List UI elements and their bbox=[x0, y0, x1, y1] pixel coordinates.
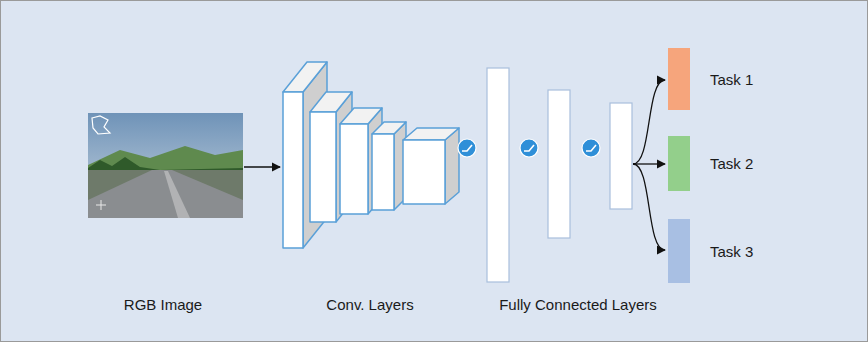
task-output: Task 3 bbox=[668, 219, 753, 283]
branch-arrow bbox=[633, 163, 665, 164]
conv-top bbox=[310, 92, 352, 112]
sky bbox=[88, 113, 243, 218]
conv-side bbox=[445, 128, 459, 204]
panel-background bbox=[1, 1, 868, 342]
conv-front bbox=[283, 92, 303, 248]
input-arrow bbox=[244, 166, 280, 167]
activation-icons bbox=[458, 139, 600, 157]
branch-arrow bbox=[633, 164, 665, 250]
output-bar bbox=[668, 48, 690, 110]
map-overlay bbox=[92, 116, 110, 134]
stage-label: RGB Image bbox=[124, 296, 202, 313]
output-bar bbox=[668, 136, 690, 191]
task-label: Task 3 bbox=[710, 243, 753, 260]
output-bar bbox=[668, 219, 690, 283]
task-label: Task 1 bbox=[710, 71, 753, 88]
fc-layer bbox=[487, 68, 509, 282]
fc-layer bbox=[548, 90, 570, 238]
fc-layers bbox=[487, 68, 632, 282]
conv-top bbox=[403, 128, 459, 140]
stage-label: Fully Connected Layers bbox=[499, 296, 657, 313]
activation-icon bbox=[458, 139, 476, 157]
conv-front bbox=[310, 112, 336, 222]
activation-icon bbox=[582, 139, 600, 157]
road-image bbox=[88, 113, 243, 218]
conv-front bbox=[403, 140, 445, 204]
activation-icon bbox=[520, 139, 538, 157]
conv-top bbox=[340, 108, 382, 124]
conv-top bbox=[283, 62, 327, 92]
ground bbox=[88, 170, 243, 218]
lane-mark bbox=[164, 171, 190, 218]
branch-arrow bbox=[633, 80, 665, 164]
task-output: Task 1 bbox=[668, 48, 753, 110]
conv-front bbox=[340, 124, 368, 214]
conv-layers bbox=[283, 62, 459, 248]
stage-label: Conv. Layers bbox=[326, 296, 413, 313]
conv-front bbox=[372, 134, 394, 210]
task-output: Task 2 bbox=[668, 136, 753, 191]
fc-layer bbox=[610, 103, 632, 209]
crosshair bbox=[96, 200, 106, 210]
conv-top bbox=[372, 122, 406, 134]
task-label: Task 2 bbox=[710, 155, 753, 172]
road bbox=[88, 170, 243, 218]
task-arrows bbox=[633, 80, 665, 250]
